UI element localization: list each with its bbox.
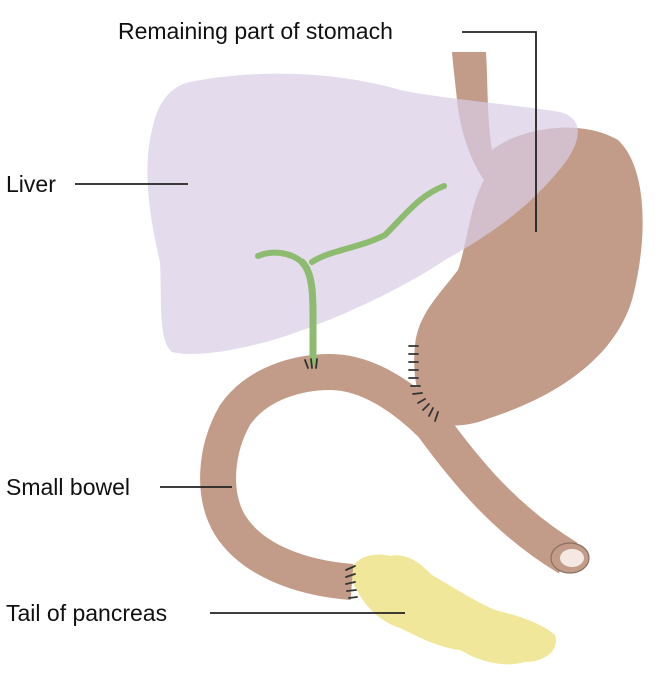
pancreas-label: Tail of pancreas [6,600,167,626]
bile-duct [255,183,447,366]
liver-label: Liver [6,171,56,197]
suture-pancreaticojejunostomy [345,565,358,599]
small-bowel [200,353,590,600]
stomach-label: Remaining part of stomach [118,18,393,44]
pancreas-tail [350,554,556,665]
liver [147,73,578,355]
suture-marks [304,345,439,599]
stomach-leader [462,31,537,232]
leader-lines [75,31,537,614]
suture-hepaticojejunostomy [304,358,318,369]
labels: Remaining part of stomach Liver Small bo… [6,18,393,626]
bowel-open-end [550,542,590,574]
small-bowel-label: Small bowel [6,474,130,500]
suture-gastrojejunostomy [408,345,439,422]
